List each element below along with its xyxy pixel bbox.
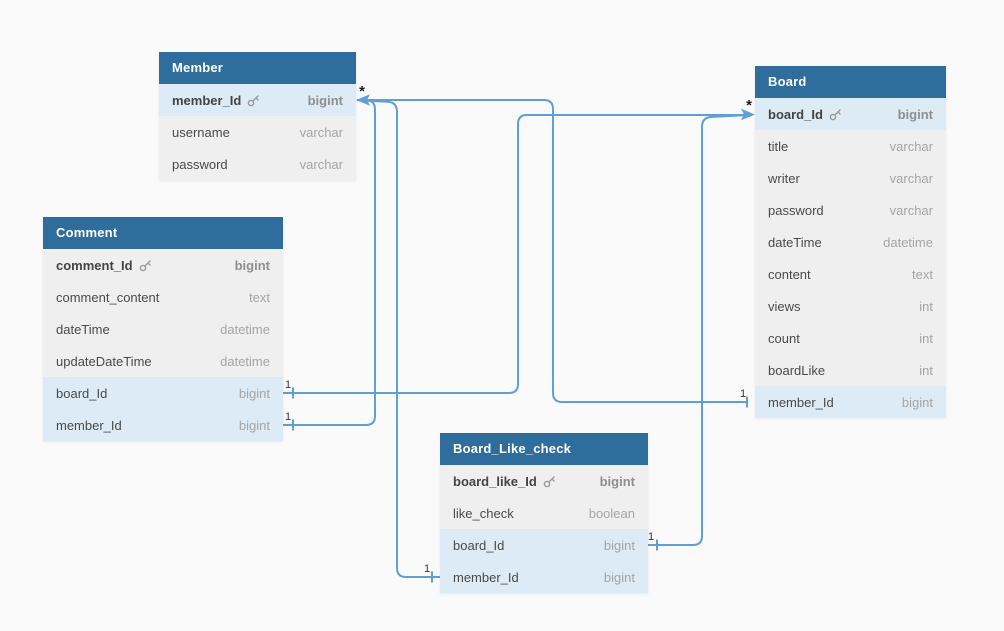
column-row-password[interactable]: password varchar <box>755 194 946 226</box>
column-name: member_Id <box>56 417 122 433</box>
column-name: username <box>172 124 230 140</box>
cardinality-one-label: 1 <box>285 379 291 391</box>
cardinality-many-label: * <box>359 83 365 100</box>
column-row-like_check[interactable]: like_check boolean <box>440 497 648 529</box>
primary-key-icon <box>139 259 152 272</box>
column-row-views[interactable]: views int <box>755 290 946 322</box>
column-name: updateDateTime <box>56 353 152 369</box>
relationship-board_like_check.member_id-to-member.member_id[interactable] <box>356 99 440 578</box>
cardinality-one-label: 1 <box>285 411 291 423</box>
column-name: board_Id <box>56 385 108 401</box>
column-name: writer <box>768 170 800 186</box>
column-type: text <box>912 266 933 282</box>
column-name: member_Id <box>172 92 242 108</box>
column-row-updatedatetime[interactable]: updateDateTime datetime <box>43 345 283 377</box>
column-row-password[interactable]: password varchar <box>159 148 356 180</box>
column-name: dateTime <box>56 321 110 337</box>
column-type: bigint <box>901 394 933 410</box>
relationship-board.member_id-to-member.member_id[interactable] <box>357 99 748 403</box>
column-name: title <box>768 138 789 154</box>
column-name: views <box>768 298 801 314</box>
column-name: board_Id <box>453 537 505 553</box>
column-type: bigint <box>238 417 270 433</box>
cardinality-many-label: * <box>746 97 752 114</box>
column-row-member_id[interactable]: member_Id bigint <box>43 409 283 441</box>
column-name: member_Id <box>453 569 519 585</box>
column-type: bigint <box>307 92 343 108</box>
column-type: varchar <box>889 138 933 154</box>
column-type: varchar <box>299 156 343 172</box>
table-header[interactable]: Board_Like_check <box>440 433 648 465</box>
table-header[interactable]: Board <box>755 66 946 98</box>
column-type: bigint <box>238 385 270 401</box>
column-type: int <box>919 298 933 314</box>
column-type: bigint <box>234 257 270 273</box>
column-type: datetime <box>883 234 933 250</box>
column-name: board_like_Id <box>453 473 537 489</box>
table-header[interactable]: Comment <box>43 217 283 249</box>
column-type: varchar <box>299 124 343 140</box>
column-row-datetime[interactable]: dateTime datetime <box>755 226 946 258</box>
column-row-board_like_id[interactable]: board_like_Id bigint <box>440 465 648 497</box>
column-row-member_id[interactable]: member_Id bigint <box>159 84 356 116</box>
column-row-datetime[interactable]: dateTime datetime <box>43 313 283 345</box>
cardinality-one-label: 1 <box>740 388 746 400</box>
column-name: password <box>768 202 824 218</box>
column-type: bigint <box>603 569 635 585</box>
column-name: comment_content <box>56 289 160 305</box>
column-type: boolean <box>588 505 635 521</box>
column-type: bigint <box>603 537 635 553</box>
column-type: int <box>919 330 933 346</box>
column-name: member_Id <box>768 394 834 410</box>
column-type: varchar <box>889 202 933 218</box>
column-type: datetime <box>220 321 270 337</box>
column-name: board_Id <box>768 106 823 122</box>
primary-key-icon <box>543 475 556 488</box>
column-type: bigint <box>599 473 635 489</box>
table-header[interactable]: Member <box>159 52 356 84</box>
column-row-comment_content[interactable]: comment_content text <box>43 281 283 313</box>
column-type: datetime <box>220 353 270 369</box>
column-name: password <box>172 156 228 172</box>
primary-key-icon <box>829 108 842 121</box>
relationship-board_like_check.board_id-to-board.board_id[interactable] <box>648 113 753 546</box>
column-name: dateTime <box>768 234 822 250</box>
column-row-member_id[interactable]: member_Id bigint <box>440 561 648 593</box>
column-row-username[interactable]: username varchar <box>159 116 356 148</box>
cardinality-one-label: 1 <box>648 531 654 543</box>
column-type: text <box>249 289 270 305</box>
column-row-board_id[interactable]: board_Id bigint <box>440 529 648 561</box>
column-row-comment_id[interactable]: comment_Id bigint <box>43 249 283 281</box>
column-type: int <box>919 362 933 378</box>
column-row-title[interactable]: title varchar <box>755 130 946 162</box>
column-name: like_check <box>453 505 514 521</box>
column-name: boardLike <box>768 362 826 378</box>
primary-key-icon <box>247 94 260 107</box>
column-type: varchar <box>889 170 933 186</box>
column-row-board_id[interactable]: board_Id bigint <box>43 377 283 409</box>
column-row-boardlike[interactable]: boardLike int <box>755 354 946 386</box>
relationship-comment.board_id-to-board.board_id[interactable] <box>283 114 752 394</box>
column-row-writer[interactable]: writer varchar <box>755 162 946 194</box>
column-row-board_id[interactable]: board_Id bigint <box>755 98 946 130</box>
column-type: bigint <box>897 106 933 122</box>
column-row-member_id[interactable]: member_Id bigint <box>755 386 946 418</box>
column-name: content <box>768 266 811 282</box>
cardinality-one-label: 1 <box>424 563 430 575</box>
column-name: comment_Id <box>56 257 133 273</box>
column-row-content[interactable]: content text <box>755 258 946 290</box>
column-name: count <box>768 330 800 346</box>
column-row-count[interactable]: count int <box>755 322 946 354</box>
